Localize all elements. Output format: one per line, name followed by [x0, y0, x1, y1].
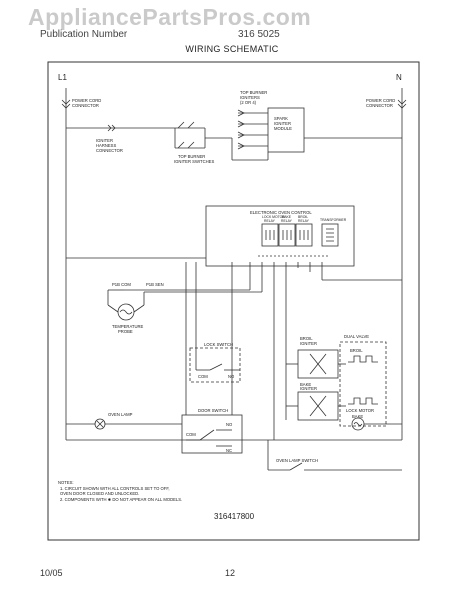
sheet-title: WIRING SCHEMATIC — [185, 44, 279, 54]
dual-valve-label: DUAL VALVE — [344, 334, 369, 339]
oven-lamp-switch — [267, 440, 402, 471]
spark-module-line1: SPARK — [274, 116, 288, 121]
door-nc-label: NC — [226, 448, 232, 453]
door-no-label: NO — [226, 422, 233, 427]
power-cord-left-line1: POWER CORD — [72, 98, 101, 103]
spark-module — [267, 107, 305, 153]
probe-line1: TEMPERATURE — [112, 324, 144, 329]
igniters-line2: IGNITERS — [240, 95, 260, 100]
switches-line1: TOP BURNER — [178, 154, 205, 159]
relay-bake-line2: RELAY — [281, 219, 293, 223]
electronic-oven-control — [205, 205, 355, 267]
door-com-label: COM — [186, 432, 196, 437]
relay-broil-line2: RELAY — [298, 219, 310, 223]
igniters-line1: TOP BURNER — [240, 90, 267, 95]
bake-igniter-line1: BAKE — [300, 382, 311, 387]
lock-switch — [189, 347, 241, 383]
top-burner-switches — [174, 121, 232, 149]
schematic-frame — [47, 61, 420, 541]
probe-line2: PROBE — [118, 329, 133, 334]
dual-valve — [338, 341, 387, 427]
relay-lock-line2: RELAY — [264, 219, 276, 223]
eoc-title: ELECTRONIC OVEN CONTROL — [250, 210, 312, 215]
part-number: 316417800 — [214, 512, 255, 521]
relay-block — [261, 223, 313, 247]
temperature-probe — [107, 289, 262, 321]
lock-com-label: COM — [198, 374, 208, 379]
power-cord-left-line2: CONNECTOR — [72, 103, 99, 108]
lock-no-label: NO — [228, 374, 235, 379]
relay-bake-line1: BAKE — [282, 215, 292, 219]
power-cord-right-line1: POWER CORD — [366, 98, 395, 103]
harness-line2: HARNESS — [96, 143, 116, 148]
lock-motor-label: LOCK MOTOR — [346, 408, 374, 413]
harness-line1: IGNITER — [96, 138, 113, 143]
broil-igniter — [297, 349, 339, 379]
valve-broil-label: BROIL — [350, 348, 363, 353]
broil-igniter-line2: IGNITER — [300, 341, 317, 346]
notes-title: NOTES: — [58, 480, 74, 485]
bake-igniter-line2: IGNITER — [300, 386, 317, 391]
oven-lamp-switch-label: OVEN LAMP SWITCH — [276, 458, 318, 463]
relay-broil-line1: BROIL — [298, 215, 308, 219]
watermark-logo: AppliancePartsPros.com — [28, 4, 312, 30]
harness-connector-icon — [107, 124, 116, 132]
publication-number: 316 5025 — [238, 29, 280, 40]
power-cord-right-line2: CONNECTOR — [366, 103, 393, 108]
footer-date: 10/05 — [40, 568, 63, 578]
door-switch-label: DOOR SWITCH — [198, 408, 228, 413]
note-1b: OVEN DOOR CLOSED AND UNLOCKED. — [60, 491, 139, 496]
transformer — [321, 223, 339, 247]
valve-bake-label: BAKE — [352, 414, 363, 419]
spark-module-line3: MODULE — [274, 126, 292, 131]
bake-igniter — [297, 391, 339, 421]
note-2: 2. COMPONENTS WITH ✱ DO NOT APPEAR ON AL… — [60, 497, 182, 502]
broil-igniter-line1: BROIL — [300, 336, 313, 341]
publication-label: Publication Number — [40, 29, 128, 40]
harness-line3: CONNECTOR — [96, 148, 123, 153]
transformer-label: TRANSFORMER — [320, 218, 347, 222]
switches-line2: IGNITER SWITCHES — [174, 159, 214, 164]
oven-lamp-label: OVEN LAMP — [108, 412, 133, 417]
igniters-line3: (2 OR 4) — [240, 100, 257, 105]
top-burner-igniters — [237, 109, 268, 150]
l1-label: L1 — [58, 73, 67, 82]
pin-right-label: P1B SEN — [146, 282, 164, 287]
power-cord-right-connector-icon — [397, 99, 407, 109]
power-cord-left-connector-icon — [61, 99, 71, 109]
relay-lock-line1: LOCK MOTOR — [262, 215, 285, 219]
door-switch — [181, 414, 243, 454]
pin-left-label: P1B COM — [112, 282, 131, 287]
footer-page: 12 — [225, 568, 236, 578]
spark-module-line2: IGNITER — [274, 121, 291, 126]
lock-switch-label: LOCK SWITCH — [204, 342, 233, 347]
neutral-label: N — [396, 73, 402, 82]
note-1a: 1. CIRCUIT SHOWN WITH ALL CONTROLS SET T… — [60, 486, 170, 491]
